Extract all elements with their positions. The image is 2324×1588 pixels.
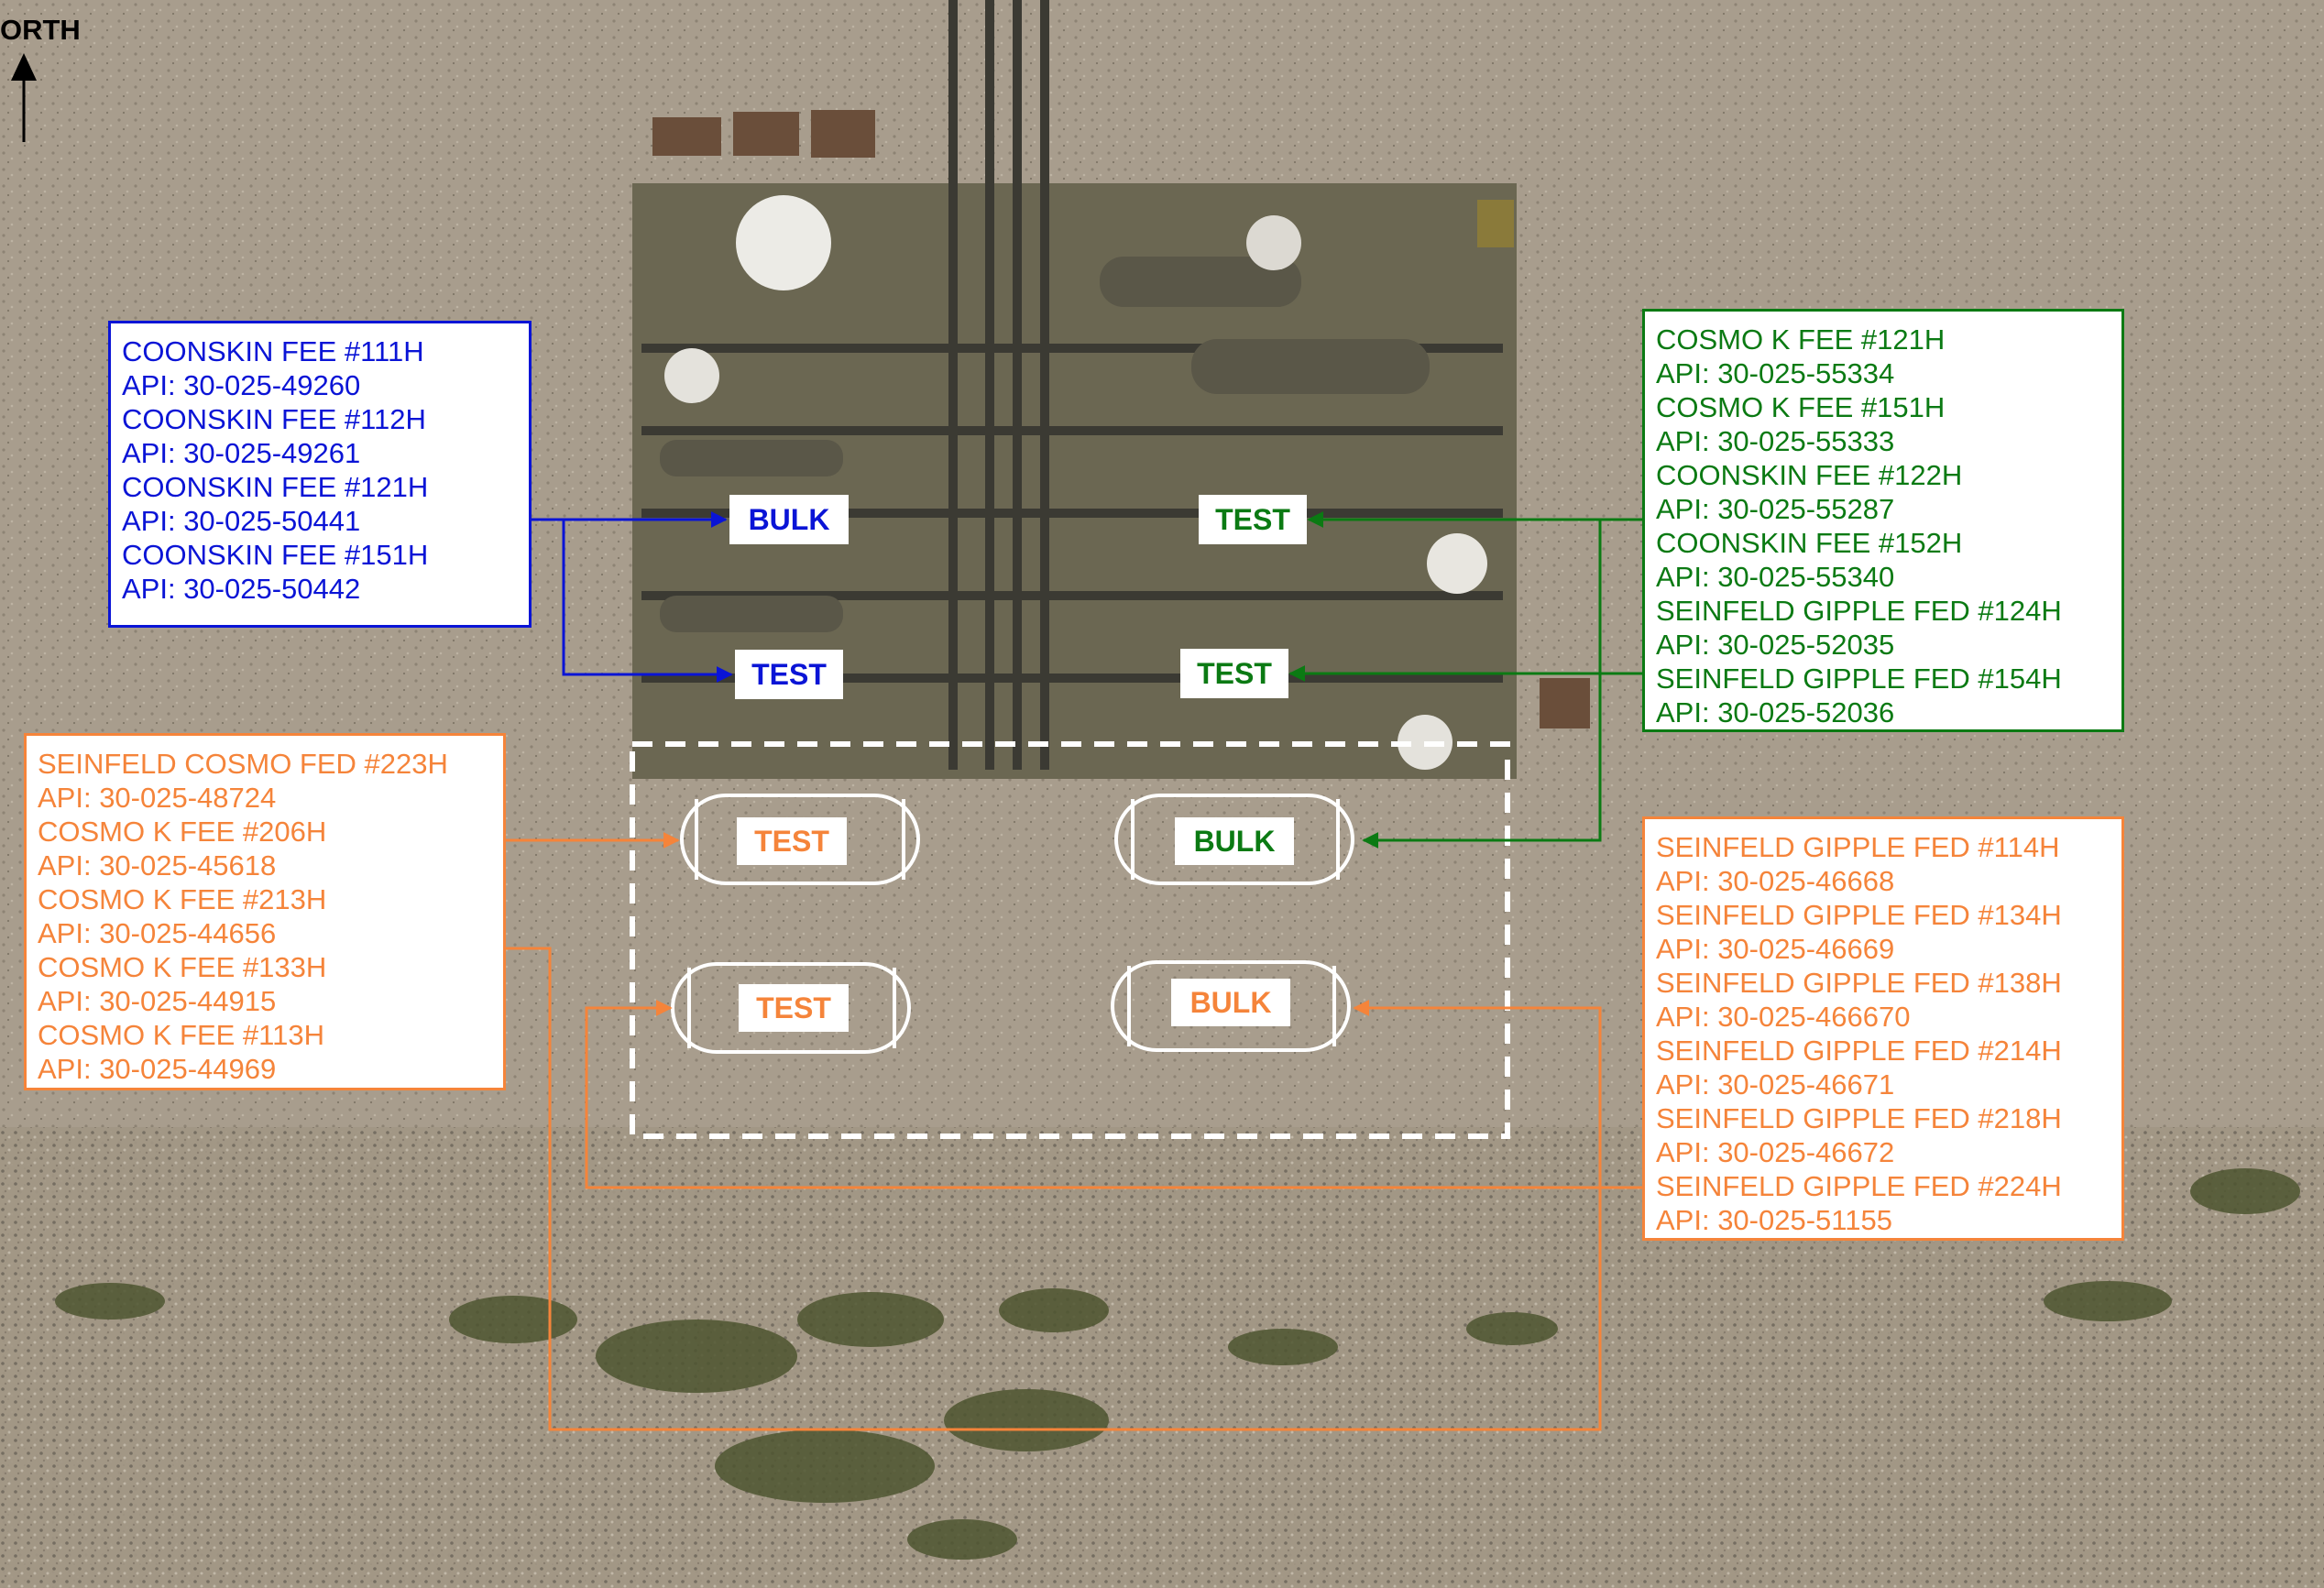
well-entry-line: COSMO K FEE #121H	[1656, 323, 1946, 356]
well-entry-line: API: 30-025-48724	[38, 782, 277, 814]
orange-connectors	[506, 832, 1642, 1431]
well-entry-line: SEINFELD GIPPLE FED #114H	[1656, 831, 2060, 863]
blue-bulk-tag: BULK	[729, 495, 849, 544]
north-label: ORTH	[0, 14, 81, 46]
well-entry-line: API: 30-025-51155	[1656, 1204, 1892, 1236]
well-entry-line: SEINFELD GIPPLE FED #214H	[1656, 1035, 2062, 1067]
well-entry-line: SEINFELD GIPPLE FED #134H	[1656, 899, 2062, 931]
well-entry-line: COONSKIN FEE #122H	[1656, 459, 1963, 491]
well-entry-line: SEINFELD GIPPLE FED #124H	[1656, 595, 2062, 627]
well-entry-line: COSMO K FEE #133H	[38, 951, 327, 983]
well-entry-line: SEINFELD COSMO FED #223H	[38, 748, 448, 780]
well-entry-line: API: 30-025-44969	[38, 1053, 277, 1085]
well-entry-line: COONSKIN FEE #111H	[122, 335, 424, 367]
well-entry-line: COONSKIN FEE #152H	[1656, 527, 1963, 559]
well-entry-line: COONSKIN FEE #112H	[122, 403, 426, 435]
blue-test-tag: TEST	[735, 650, 843, 699]
separator-vessels	[660, 257, 1430, 632]
well-entry-line: COSMO K FEE #213H	[38, 883, 327, 915]
well-entry-line: API: 30-025-52036	[1656, 696, 1895, 728]
storage-tanks	[664, 195, 1487, 770]
tank-icons	[671, 794, 1354, 1054]
well-entry-line: API: 30-025-50441	[122, 505, 361, 537]
well-entry-line: COSMO K FEE #113H	[38, 1019, 324, 1051]
containment-area	[630, 741, 1510, 1139]
orange-test-tank-upper-tag: TEST	[737, 817, 847, 865]
well-entry-line: SEINFELD GIPPLE FED #154H	[1656, 663, 2062, 695]
orange-test-tank-lower-tag: TEST	[739, 984, 849, 1032]
equipment-skids	[652, 110, 1590, 728]
green-test-upper-tag: TEST	[1199, 495, 1307, 544]
well-entry-line: API: 30-025-50442	[122, 573, 361, 605]
well-entry-line: API: 30-025-55340	[1656, 561, 1895, 593]
green-bulk-tank-tag: BULK	[1175, 817, 1294, 865]
well-entry-line: COSMO K FEE #206H	[38, 816, 327, 848]
north-arrow-icon	[11, 53, 37, 142]
well-entry-line: API: 30-025-55333	[1656, 425, 1895, 457]
well-entry-line: API: 30-025-55287	[1656, 493, 1895, 525]
well-entry-line: COONSKIN FEE #151H	[122, 539, 429, 571]
orange-bulk-tank-tag: BULK	[1171, 979, 1290, 1026]
well-entry-line: API: 30-025-44915	[38, 985, 277, 1017]
green-test-lower-tag: TEST	[1180, 649, 1288, 698]
well-entry-line: API: 30-025-46669	[1656, 933, 1895, 965]
well-entry-line: API: 30-025-49260	[122, 369, 361, 401]
well-entry-line: API: 30-025-466670	[1656, 1001, 1911, 1033]
green-connectors	[1288, 511, 1642, 849]
well-entry-line: API: 30-025-49261	[122, 437, 361, 469]
well-entry-line: API: 30-025-55334	[1656, 357, 1895, 389]
well-entry-line: SEINFELD GIPPLE FED #224H	[1656, 1170, 2062, 1202]
pipe-rack	[641, 0, 1503, 770]
vegetation	[55, 1168, 2300, 1560]
well-entry-line: COSMO K FEE #151H	[1656, 391, 1946, 423]
well-entry-line: API: 30-025-45618	[38, 849, 277, 882]
blue-connectors	[530, 511, 733, 683]
well-entry-line: API: 30-025-46672	[1656, 1136, 1895, 1168]
well-entry-line: API: 30-025-46671	[1656, 1068, 1895, 1101]
well-entry-line: API: 30-025-44656	[38, 917, 277, 949]
well-entry-line: SEINFELD GIPPLE FED #138H	[1656, 967, 2062, 999]
well-entry-line: API: 30-025-52035	[1656, 629, 1895, 661]
well-entry-line: COONSKIN FEE #121H	[122, 471, 429, 503]
well-entry-line: SEINFELD GIPPLE FED #218H	[1656, 1102, 2062, 1134]
well-entry-line: API: 30-025-46668	[1656, 865, 1895, 897]
